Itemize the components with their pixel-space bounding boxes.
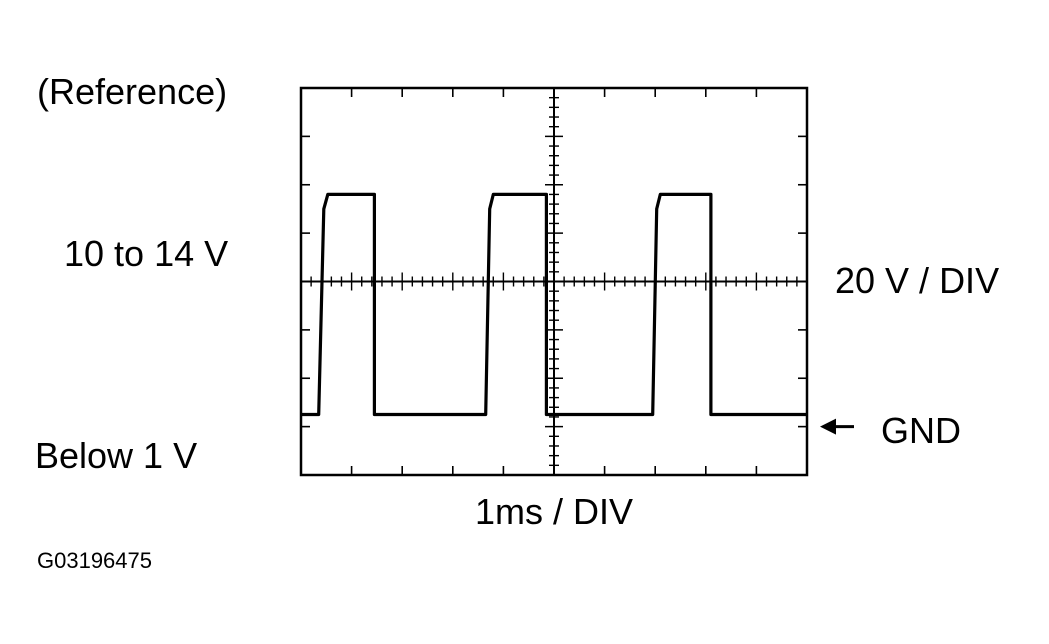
waveform-line [301,192,807,417]
volt-per-div-label: 20 V / DIV [835,260,1000,301]
time-per-div-label: 1ms / DIV [475,491,634,532]
reference-label: (Reference) [37,71,228,112]
gnd-label: GND [881,410,961,451]
high-voltage-label: 10 to 14 V [64,233,229,274]
oscilloscope-grid [299,86,809,477]
low-voltage-label: Below 1 V [35,435,198,476]
left-arrow-head [820,418,836,435]
left-arrow-icon [820,418,854,435]
figure-id-label: G03196475 [37,548,152,573]
waveform-trace [301,192,807,417]
